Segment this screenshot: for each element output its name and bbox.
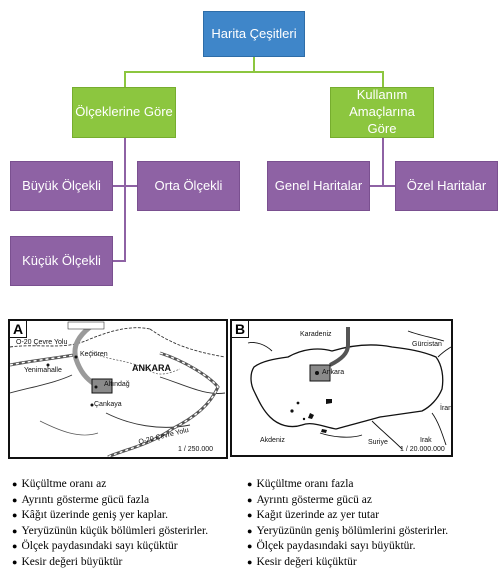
bullet-icon: ●: [12, 556, 18, 567]
map-b-label-ankara: Ankara: [322, 369, 345, 376]
connector-right-to-genel: [370, 185, 383, 187]
list-item: ●Kâğıt üzerinde geniş yer kaplar.: [12, 509, 208, 525]
list-item-text: Kağıt üzerinde az yer tutar: [256, 509, 380, 521]
leaf-node-orta: Orta Ölçekli: [137, 161, 240, 211]
map-a-label-road-top: O-20 Çevre Yolu: [16, 339, 68, 346]
map-a-ankara-city: A O-20 Çevre Yolu Keçiören Yenimahalle A…: [8, 319, 228, 459]
bullet-icon: ●: [247, 525, 253, 536]
list-item-text: Kesir değeri büyüktür: [21, 555, 123, 568]
map-b-label-suriye: Suriye: [368, 439, 388, 446]
branch-node-purpose-label: Kullanım Amaçlarına Göre: [349, 87, 415, 136]
bullet-icon: ●: [247, 556, 253, 567]
connector-left-to-buyuk: [113, 185, 126, 187]
map-a-label-yenimahalle: Yenimahalle: [24, 367, 62, 374]
leaf-node-genel: Genel Haritalar: [267, 161, 370, 211]
list-item: ●Ölçek paydasındaki sayı küçüktür: [12, 540, 208, 556]
connector-left-down: [124, 71, 126, 90]
list-item-text: Ayrıntı gösterme gücü fazla: [21, 493, 150, 506]
list-item: ●Yeryüzünün geniş bölümlerini gösterirle…: [247, 525, 448, 541]
list-item: ●Küçültme oranı az: [12, 478, 208, 494]
map-a-label-altindag: Altındağ: [104, 381, 130, 388]
leaf-node-orta-label: Orta Ölçekli: [154, 177, 223, 193]
map-b-label-karadeniz: Karadeniz: [300, 331, 332, 338]
root-node-label: Harita Çeşitleri: [211, 25, 297, 41]
list-small-scale: ●Küçültme oranı fazla ●Ayrıntı gösterme …: [247, 478, 448, 571]
map-a-drawing: [10, 321, 226, 457]
map-b-label-irak: Irak: [420, 437, 432, 444]
connector-right-to-ozel: [382, 185, 395, 187]
map-a-label-ankara: ANKARA: [132, 363, 171, 373]
leaf-node-ozel: Özel Haritalar: [395, 161, 498, 211]
list-item: ●Ölçek paydasındaki sayı büyüktür.: [247, 540, 448, 556]
branch-node-scale-label: Ölçeklerine Göre: [75, 104, 173, 120]
root-node: Harita Çeşitleri: [203, 11, 305, 57]
map-b-label-gurcistan: Gürcistan: [412, 341, 442, 348]
list-item: ●Küçültme oranı fazla: [247, 478, 448, 494]
map-a-label-kecioren: Keçiören: [80, 351, 108, 358]
leaf-node-buyuk: Büyük Ölçekli: [10, 161, 113, 211]
leaf-node-genel-label: Genel Haritalar: [274, 177, 363, 193]
connector-right-vertical: [382, 138, 384, 186]
bullet-icon: ●: [12, 525, 18, 536]
bullet-icon: ●: [247, 479, 253, 489]
leaf-node-kucuk: Küçük Ölçekli: [10, 236, 113, 286]
bullet-icon: ●: [247, 494, 253, 505]
bullet-icon: ●: [247, 541, 253, 551]
map-a-label-cankaya: Çankaya: [94, 401, 122, 408]
leaf-node-buyuk-label: Büyük Ölçekli: [22, 177, 101, 193]
map-b-label-iran: İran: [440, 405, 453, 412]
bullet-icon: ●: [12, 510, 18, 520]
connector-root-down: [253, 56, 255, 72]
branch-node-scale: Ölçeklerine Göre: [72, 87, 176, 138]
list-item-text: Kâğıt üzerinde geniş yer kaplar.: [21, 509, 169, 521]
list-item-text: Ölçek paydasındaki sayı büyüktür.: [256, 540, 416, 552]
map-b-turkey: B Karadeniz Gürcistan Ankara İran Irak S…: [230, 319, 453, 457]
list-item-text: Kesir değeri küçüktür: [256, 555, 357, 568]
map-b-label-akdeniz: Akdeniz: [260, 437, 285, 444]
map-b-letter: B: [232, 321, 249, 338]
list-item-text: Küçültme oranı az: [21, 478, 107, 490]
bullet-icon: ●: [12, 479, 18, 489]
bullet-icon: ●: [12, 494, 18, 505]
list-large-scale: ●Küçültme oranı az ●Ayrıntı gösterme güc…: [12, 478, 208, 571]
leaf-node-kucuk-label: Küçük Ölçekli: [22, 252, 101, 268]
bullet-icon: ●: [247, 510, 253, 520]
connector-left-vertical: [124, 138, 126, 262]
map-a-label-scale: 1 / 250.000: [178, 446, 214, 453]
list-item-text: Ölçek paydasındaki sayı küçüktür: [21, 540, 178, 552]
list-item-text: Yeryüzünün geniş bölümlerini gösterirler…: [256, 524, 449, 537]
connector-left-to-kucuk: [113, 260, 126, 262]
list-item-text: Ayrıntı gösterme gücü az: [256, 493, 372, 506]
map-b-drawing: [247, 327, 451, 450]
list-item: ●Kesir değeri büyüktür: [12, 556, 208, 572]
list-item: ●Yeryüzünün küçük bölümleri gösterirler.: [12, 525, 208, 541]
connector-right-down: [382, 71, 384, 90]
list-item-text: Yeryüzünün küçük bölümleri gösterirler.: [21, 524, 209, 537]
leaf-node-ozel-label: Özel Haritalar: [406, 177, 487, 193]
map-b-label-scale: 1 / 20.000.000: [400, 446, 445, 453]
branch-node-purpose: Kullanım Amaçlarına Göre: [330, 87, 434, 138]
bullet-icon: ●: [12, 541, 18, 551]
list-item: ●Ayrıntı gösterme gücü az: [247, 494, 448, 510]
list-item: ●Ayrıntı gösterme gücü fazla: [12, 494, 208, 510]
connector-horizontal: [124, 71, 383, 73]
list-item: ●Kesir değeri küçüktür: [247, 556, 448, 572]
map-a-letter: A: [10, 321, 27, 338]
list-item-text: Küçültme oranı fazla: [256, 478, 354, 490]
connector-left-to-orta: [124, 185, 137, 187]
list-item: ●Kağıt üzerinde az yer tutar: [247, 509, 448, 525]
